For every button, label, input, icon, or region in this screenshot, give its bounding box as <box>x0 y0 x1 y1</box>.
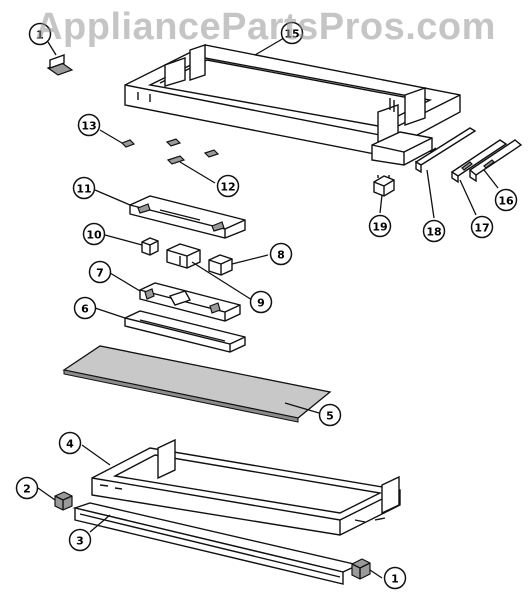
callout-label-8: 8 <box>277 249 285 262</box>
callout-label-10: 10 <box>86 229 102 242</box>
part-10-block <box>141 237 159 256</box>
callout-label-3: 3 <box>76 535 84 548</box>
callout-8: 8 <box>269 242 293 266</box>
callout-1-top: 1 <box>28 22 52 46</box>
callout-label-6: 6 <box>81 303 89 316</box>
part-3-trim-bar <box>72 502 361 585</box>
part-12-clips <box>165 138 220 165</box>
callout-7: 7 <box>88 260 112 284</box>
callout-16: 16 <box>494 188 518 212</box>
part-16-rail <box>468 139 523 183</box>
callout-label-2: 2 <box>23 483 31 496</box>
part-11-channel <box>129 195 246 239</box>
callout-label-11: 11 <box>76 183 91 196</box>
part-9-block <box>166 243 201 269</box>
callout-label-12: 12 <box>220 181 235 194</box>
part-18-rail <box>414 127 477 174</box>
callout-17: 17 <box>470 215 494 239</box>
callout-13: 13 <box>77 113 101 137</box>
callout-label-1b: 1 <box>391 573 399 586</box>
callout-1-bottom: 1 <box>383 566 407 590</box>
callout-3: 3 <box>68 528 92 552</box>
callout-2: 2 <box>15 476 39 500</box>
callout-15: 15 <box>280 21 304 45</box>
callout-19: 19 <box>368 214 392 238</box>
part-14-clip <box>46 54 74 76</box>
callout-label-17: 17 <box>474 222 489 235</box>
part-4-shelf-frame <box>91 438 401 536</box>
part-7-bar <box>139 282 241 322</box>
callout-label-16: 16 <box>498 195 514 208</box>
callout-10: 10 <box>82 222 106 246</box>
leader-lines <box>37 37 499 579</box>
callout-label-7: 7 <box>96 267 104 280</box>
callout-18: 18 <box>422 219 446 243</box>
callout-label-19: 19 <box>372 221 387 234</box>
part-1-end-cap <box>351 558 371 580</box>
callout-label-9: 9 <box>257 297 265 310</box>
callout-5: 5 <box>318 403 342 427</box>
part-8-block <box>208 254 233 276</box>
part-15-top-frame <box>124 44 461 166</box>
part-13-clip <box>120 139 136 148</box>
callout-label-13: 13 <box>81 120 96 133</box>
part-6-channel <box>124 310 246 353</box>
callout-label-18: 18 <box>426 226 441 239</box>
callout-6: 6 <box>73 296 97 320</box>
callout-label-15: 15 <box>284 28 299 41</box>
callout-label-4: 4 <box>66 438 74 451</box>
callout-9: 9 <box>249 290 273 314</box>
part-17-rail <box>450 139 508 184</box>
part-19-bracket <box>373 175 395 197</box>
callout-label-1: 1 <box>36 29 44 42</box>
callout-4: 4 <box>58 431 82 455</box>
callout-12: 12 <box>216 174 240 198</box>
part-2-end-cap <box>54 491 73 511</box>
part-5-glass-shelf <box>62 345 332 423</box>
callout-label-5: 5 <box>326 410 334 423</box>
callout-11: 11 <box>72 176 96 200</box>
